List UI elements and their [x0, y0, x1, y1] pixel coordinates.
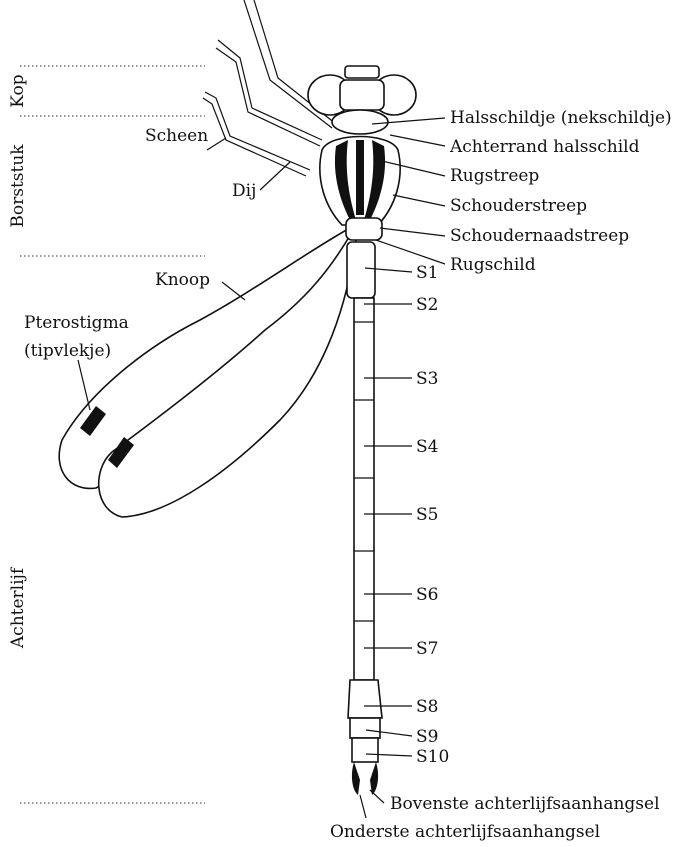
label-segment-s8: S8	[416, 697, 438, 717]
label-segment-s6: S6	[416, 585, 438, 605]
label-node: Knoop	[155, 270, 210, 290]
mid-dorsal-stripe	[356, 140, 364, 215]
label-segment-s1: S1	[416, 263, 438, 283]
label-tergum: Rugschild	[450, 255, 536, 275]
label-lower-appendage: Onderste achterlijfsaanhangsel	[330, 822, 600, 842]
appendage-right	[370, 762, 378, 795]
label-dorsal-stripe: Rugstreep	[450, 166, 539, 186]
label-segment-s3: S3	[416, 369, 438, 389]
label-prothorax: Halsschildje (nekschildje)	[450, 108, 672, 128]
segment-s1	[347, 242, 375, 298]
label-humeral-suture-stripe: Schoudernaadstreep	[450, 226, 629, 246]
segment-s9	[350, 718, 380, 738]
label-segment-s4: S4	[416, 437, 438, 457]
tergum-plate	[346, 218, 382, 240]
label-segment-s5: S5	[416, 505, 438, 525]
synthorax	[320, 137, 400, 241]
label-shoulder-stripe: Schouderstreep	[450, 196, 587, 216]
label-segment-s9: S9	[416, 727, 438, 747]
label-pterostigma: Pterostigma	[24, 313, 129, 333]
label-pterostigma-note: (tipvlekje)	[24, 341, 111, 361]
label-segment-s2: S2	[416, 295, 438, 315]
abdomen	[347, 242, 382, 795]
region-label-head: Kop	[8, 74, 28, 107]
region-label-thorax: Borststuk	[8, 144, 28, 228]
frons	[345, 66, 379, 78]
label-segment-s7: S7	[416, 639, 438, 659]
label-tibia: Scheen	[145, 126, 208, 146]
head	[308, 66, 416, 115]
label-upper-appendage: Bovenste achterlijfsaanhangsel	[390, 794, 660, 814]
appendage-left	[352, 762, 360, 795]
segment-s10	[352, 738, 378, 762]
region-label-abdomen: Achterlijf	[8, 566, 28, 649]
label-femur: Dij	[232, 181, 256, 201]
label-segment-s10: S10	[416, 747, 449, 767]
segment-s8	[348, 680, 382, 718]
head-capsule	[340, 80, 384, 110]
label-prothorax-rim: Achterrand halsschild	[449, 137, 640, 157]
prothorax	[332, 110, 388, 134]
abdomen-shaft	[354, 298, 374, 680]
